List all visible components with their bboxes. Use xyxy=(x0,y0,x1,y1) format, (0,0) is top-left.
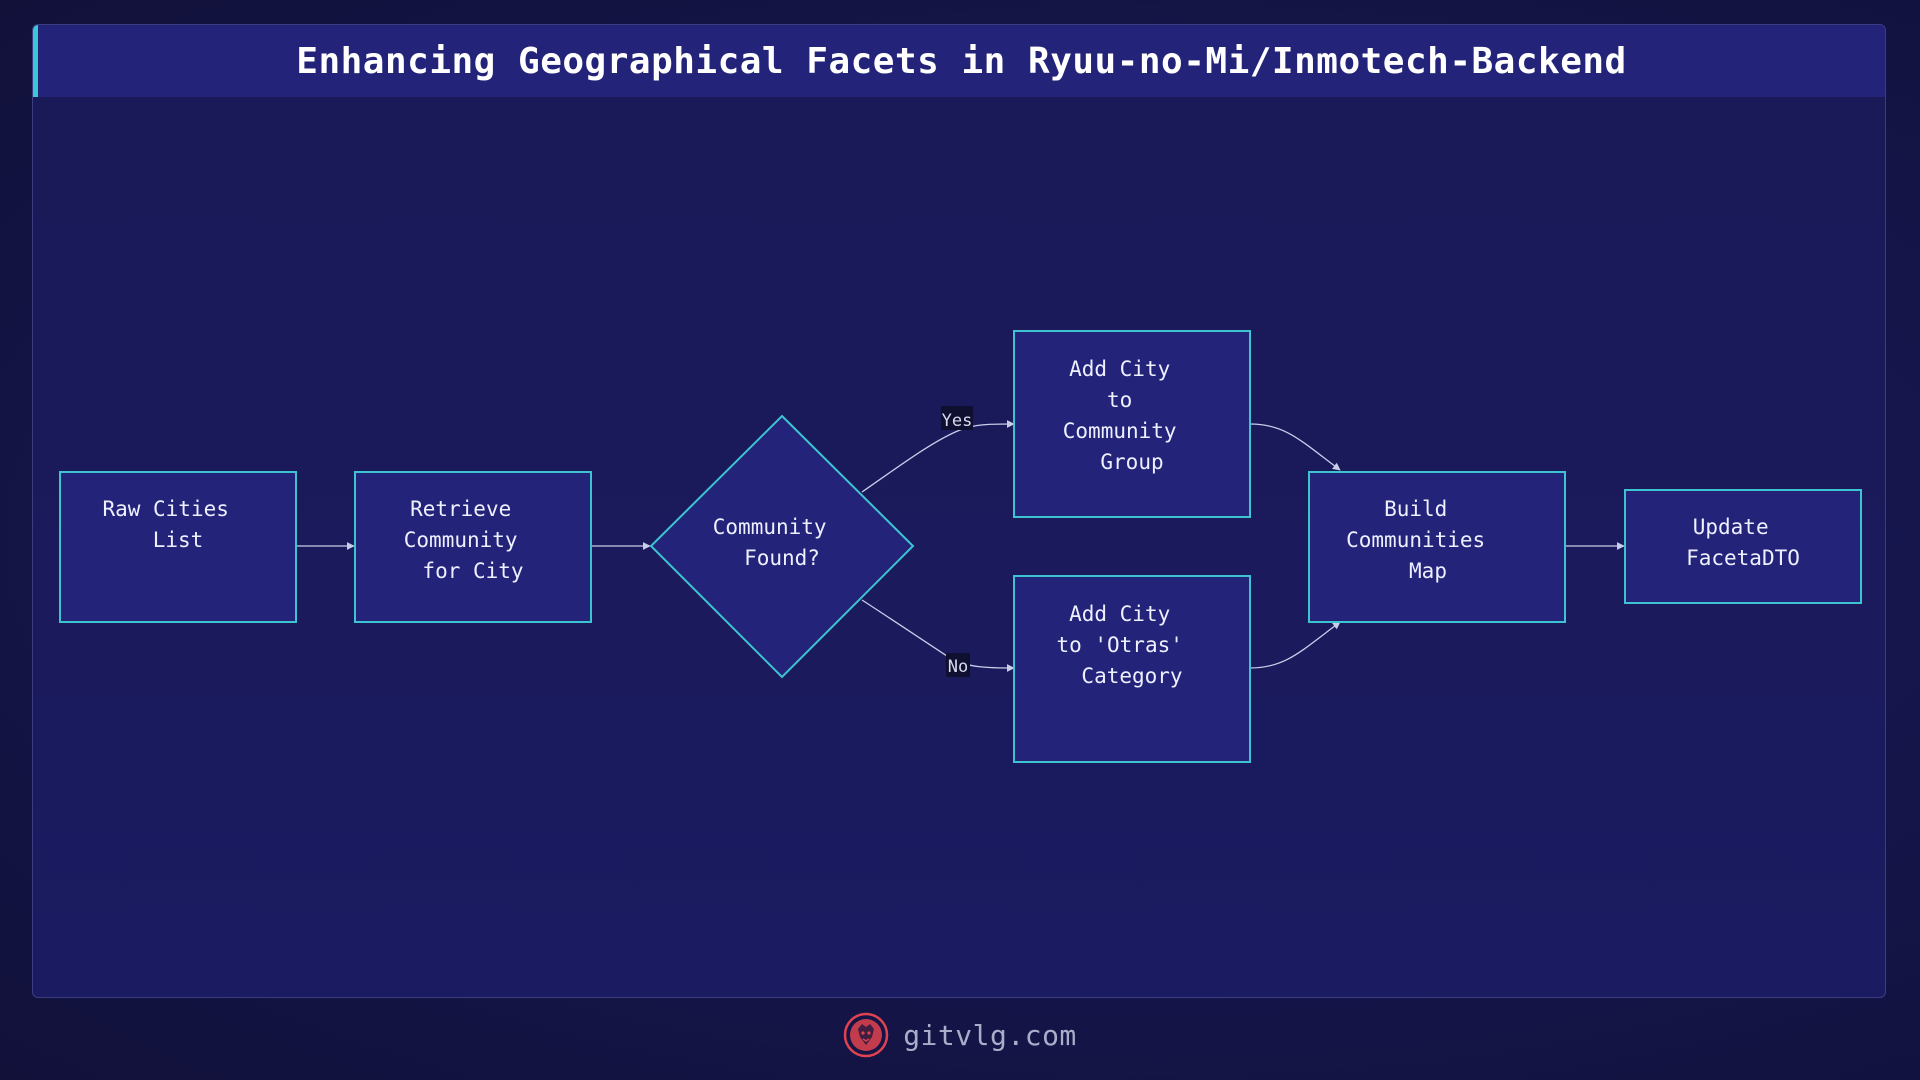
diagram-frame: Enhancing Geographical Facets in Ryuu-no… xyxy=(32,24,1886,998)
node-add-city-to-otras: Add City to 'Otras' Category xyxy=(1013,575,1251,763)
lion-logo-icon xyxy=(843,1012,889,1058)
footer: gitvlg.com xyxy=(0,1010,1920,1060)
node-update-facetadto: Update FacetaDTO xyxy=(1624,489,1862,604)
node-build-communities-map: Build Communities Map xyxy=(1308,471,1566,623)
edge-decision-no xyxy=(861,599,1015,672)
edge-decision-yes xyxy=(861,420,1015,493)
edge-otras-to-map xyxy=(1249,621,1341,669)
title-bar: Enhancing Geographical Facets in Ryuu-no… xyxy=(33,25,1885,97)
yes-label: Yes xyxy=(942,411,973,431)
node-label: Add City to 'Otras' Category xyxy=(1056,602,1195,688)
no-label-bg xyxy=(946,653,970,677)
node-raw-cities-list: Raw Cities List xyxy=(59,471,297,623)
node-community-found-decision: Community Found? xyxy=(649,414,915,679)
footer-site-link[interactable]: gitvlg.com xyxy=(903,1018,1077,1052)
yes-label-bg xyxy=(941,406,973,430)
node-label: Community Found? xyxy=(713,515,839,570)
node-label: Update FacetaDTO xyxy=(1686,515,1800,570)
node-retrieve-community: Retrieve Community for City xyxy=(354,471,592,623)
edge-group-to-map xyxy=(1249,423,1341,471)
no-label: No xyxy=(948,657,968,677)
node-label: Build Communities Map xyxy=(1346,497,1498,583)
node-add-city-to-group: Add City to Community Group xyxy=(1013,330,1251,518)
page-title: Enhancing Geographical Facets in Ryuu-no… xyxy=(296,40,1627,82)
node-label: Retrieve Community for City xyxy=(404,497,530,583)
node-label: Add City to Community Group xyxy=(1063,357,1189,474)
node-label: Raw Cities List xyxy=(102,497,241,552)
